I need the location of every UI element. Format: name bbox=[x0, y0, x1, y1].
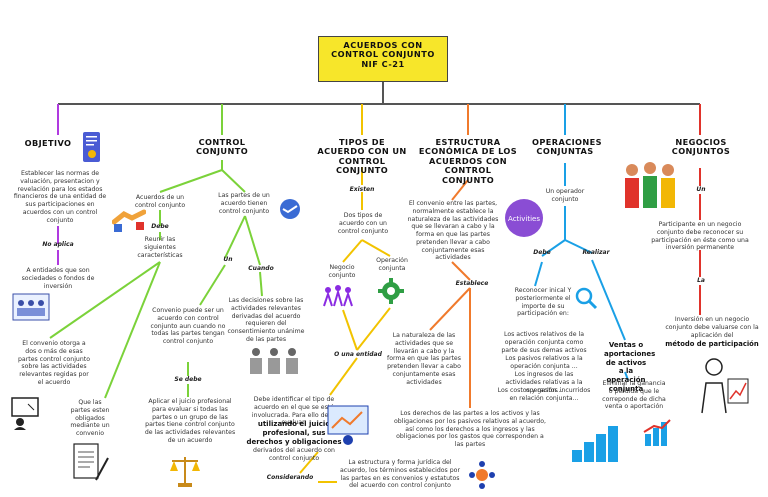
svg-text:Activities: Activities bbox=[508, 215, 540, 223]
decisiones-unanimes: Las decisiones sobre las actividades rel… bbox=[226, 297, 306, 344]
no-aplica-connector: No aplica bbox=[30, 241, 86, 248]
objetivo-description: Establecer las normas de valuación, pres… bbox=[12, 170, 108, 224]
objetivo-applies: A entidades que son sociedades o fondos … bbox=[14, 267, 102, 290]
control-heading: CONTROL CONJUNTO bbox=[178, 138, 266, 157]
norm-code: NIF C-21 bbox=[319, 60, 447, 69]
pyramid-icon bbox=[568, 420, 624, 464]
team-icon bbox=[246, 344, 302, 378]
operador-conjunto: Un operador conjunto bbox=[545, 188, 585, 204]
realizar-connector: Realizar bbox=[578, 249, 614, 256]
reunir-caracteristicas: Reunir las siguientes características bbox=[128, 236, 192, 259]
estructura-convenio: El convenio entre las partes, normalment… bbox=[404, 200, 502, 262]
decree-icon bbox=[80, 130, 104, 166]
bar-chart-icon bbox=[642, 418, 672, 448]
estructura-juridica: La estructura y forma jurídica del acuer… bbox=[336, 459, 464, 490]
activities-icon: Activities bbox=[502, 196, 546, 240]
pasivos-relativos: Los pasivos relativos a la operación con… bbox=[496, 355, 592, 371]
negocios-heading: NEGOCIOS CONJUNTOS bbox=[656, 138, 746, 157]
convenio-otorga: El convenio otorga a dos o más de esas p… bbox=[16, 340, 92, 387]
naturaleza-actividades: La naturaleza de las actividades que se … bbox=[386, 332, 462, 386]
identificar-tipo-c: derivados del acuerdo con control conjun… bbox=[246, 447, 342, 463]
operaciones-heading: OPERACIONES CONJUNTAS bbox=[532, 138, 598, 157]
magnifier-icon bbox=[574, 286, 598, 310]
document-icon bbox=[70, 440, 110, 484]
se-debe-connector: Se debe bbox=[168, 376, 208, 383]
cuando-connector: Cuando bbox=[246, 265, 276, 272]
balance-icon bbox=[168, 453, 202, 489]
negocio-conjunto-type: Negocio conjunto bbox=[322, 264, 362, 280]
aplicar-juicio: Aplicar el juicio profesional para evalu… bbox=[144, 398, 236, 445]
investor-icon bbox=[322, 402, 374, 446]
agreement-icon bbox=[276, 198, 304, 220]
dos-tipos: Dos tipos de acuerdo con un control conj… bbox=[333, 212, 393, 235]
establece-connector: Establece bbox=[454, 280, 490, 287]
network-icon bbox=[469, 461, 495, 489]
title-box: ACUERDOS CON CONTROL CONJUNTO NIF C-21 bbox=[318, 36, 448, 82]
handshake-icon bbox=[112, 208, 146, 234]
eliminar-ganancia: Eliminar la ganancia o pérdida que le co… bbox=[602, 380, 666, 411]
objetivo-heading: OBJETIVO bbox=[18, 139, 78, 148]
participante-negocio: Participante en un negocio conjunto debe… bbox=[646, 221, 754, 252]
meeting-icon bbox=[12, 293, 50, 321]
person-chart-icon bbox=[696, 355, 752, 415]
whiteboard-icon bbox=[8, 396, 42, 430]
op-debe-connector: Debe bbox=[528, 249, 556, 256]
partes-control-conjunto: Las partes de un acuerdo tienen control … bbox=[212, 192, 276, 215]
considerando-connector: Considerando bbox=[262, 474, 318, 481]
derechos-obligaciones: Los derechos de las partes a los activos… bbox=[392, 410, 548, 449]
neg-un-connector: Un bbox=[694, 186, 708, 193]
partes-obligados: Que las partes esten obligados mediante … bbox=[70, 399, 110, 438]
family-icon bbox=[620, 160, 680, 218]
people-icon bbox=[322, 282, 358, 308]
activos-relativos: Los activos relativos de la operación co… bbox=[496, 331, 592, 354]
convenio-puede: Convenio puede ser un acuerdo con contro… bbox=[147, 307, 229, 346]
metodo-participacion: método de participación bbox=[664, 340, 760, 348]
gear-network-icon bbox=[376, 276, 406, 306]
tipos-heading: TIPOS DE ACUERDO CON UN CONTROL CONJUNTO bbox=[314, 138, 410, 176]
existen-connector: Existen bbox=[342, 186, 382, 193]
un-connector: Un bbox=[218, 256, 238, 263]
main-title: ACUERDOS CON CONTROL CONJUNTO bbox=[319, 41, 447, 60]
costos-gastos: Los costos y gastos incurridos en relaci… bbox=[496, 387, 592, 403]
inversion-negocio-a: Inversión en un negocio conjunto debe va… bbox=[664, 316, 760, 339]
debe-connector: Debe bbox=[145, 223, 175, 230]
una-entidad-connector: O una entidad bbox=[330, 351, 386, 358]
reconocer-importe: Reconocer inical Y posteriormente el imp… bbox=[506, 287, 580, 318]
la-connector: La bbox=[694, 277, 708, 284]
estructura-heading: ESTRUCTURA ECONÓMICA DE LOS ACUERDOS CON… bbox=[418, 138, 518, 185]
